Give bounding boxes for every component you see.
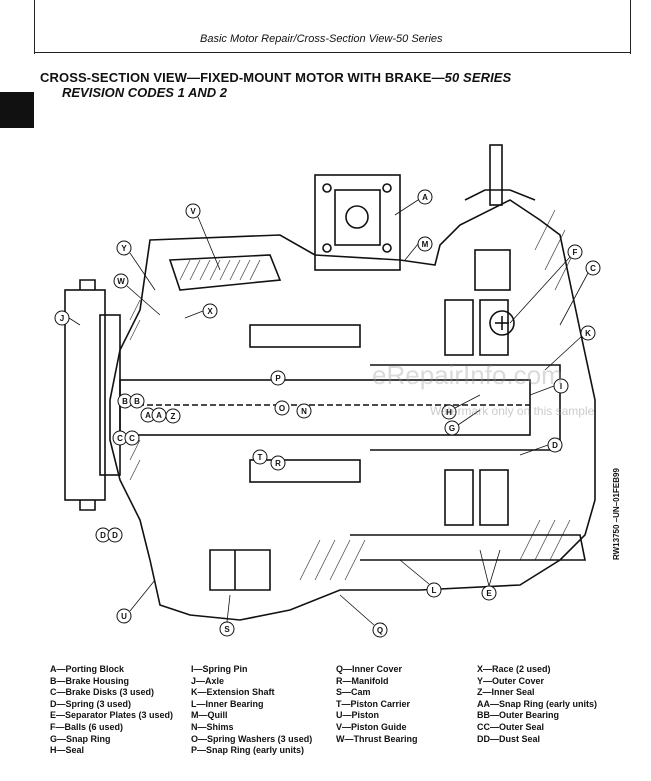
watermark-note: Watermark only on this sample [430, 404, 595, 418]
svg-text:M: M [422, 240, 429, 249]
svg-text:H: H [446, 408, 452, 417]
svg-text:C: C [117, 434, 123, 443]
legend-item: K—Extension Shaft [191, 687, 275, 698]
legend-item: R—Manifold [336, 675, 389, 686]
legend-item: X—Race (2 used) [477, 664, 551, 674]
svg-text:B: B [134, 397, 140, 406]
legend-item: I—Spring Pin [191, 664, 248, 674]
legend-item: CC—Outer Seal [477, 721, 545, 732]
legend-item: O—Spring Washers (3 used) [191, 733, 313, 744]
heading-main: CROSS-SECTION VIEW—FIXED-MOUNT MOTOR WIT… [40, 70, 445, 85]
legend-item: BB—Outer Bearing [477, 710, 560, 721]
legend-item: Q—Inner Cover [336, 664, 403, 674]
svg-text:F: F [573, 248, 578, 257]
legend-item: C—Brake Disks (3 used) [50, 687, 155, 698]
svg-text:O: O [279, 404, 285, 413]
svg-text:D: D [552, 441, 558, 450]
legend-item: G—Snap Ring [50, 733, 111, 744]
svg-text:P: P [275, 374, 281, 383]
legend-item: D—Spring (3 used) [50, 698, 132, 709]
svg-text:J: J [60, 314, 64, 323]
legend-item: Z—Inner Seal [477, 687, 535, 698]
legend-item: T—Piston Carrier [336, 698, 411, 709]
watermark-brand: eRepairInfo.com [372, 360, 563, 390]
legend-item: J—Axle [191, 675, 225, 686]
svg-text:B: B [122, 397, 128, 406]
legend-item: A—Porting Block [50, 664, 125, 674]
svg-text:A: A [422, 193, 428, 202]
legend-item: P—Snap Ring (early units) [191, 745, 305, 756]
legend-item: U—Piston [336, 710, 380, 721]
page-header-title: Basic Motor Repair/Cross-Section View-50… [200, 33, 443, 45]
legend-item: Y—Outer Cover [477, 675, 545, 686]
svg-text:C: C [129, 434, 135, 443]
legend-column-4: X—Race (2 used) Y—Outer Cover Z—Inner Se… [477, 664, 597, 745]
section-heading: CROSS-SECTION VIEW—FIXED-MOUNT MOTOR WIT… [40, 70, 511, 85]
legend-item: H—Seal [50, 745, 85, 756]
svg-text:V: V [190, 207, 196, 216]
legend-item: S—Cam [336, 687, 371, 698]
legend-item: M—Quill [191, 710, 228, 721]
legend-item: AA—Snap Ring (early units) [477, 698, 598, 709]
legend-item: L—Inner Bearing [191, 698, 264, 709]
svg-text:D: D [100, 531, 106, 540]
legend-item: W—Thrust Bearing [336, 733, 418, 744]
legend-item: N—Shims [191, 721, 234, 732]
legend-item: F—Balls (6 used) [50, 721, 124, 732]
svg-text:L: L [432, 586, 437, 595]
svg-text:T: T [258, 453, 263, 462]
header-frame-left [34, 0, 35, 54]
svg-text:I: I [560, 382, 562, 391]
svg-text:E: E [486, 589, 492, 598]
svg-text:A: A [156, 411, 162, 420]
svg-text:N: N [301, 407, 307, 416]
svg-text:Y: Y [121, 244, 127, 253]
svg-text:Q: Q [377, 626, 383, 635]
svg-text:A: A [145, 411, 151, 420]
section-subheading: REVISION CODES 1 AND 2 [62, 85, 227, 100]
header-rule [34, 52, 631, 53]
svg-text:W: W [117, 277, 125, 286]
svg-text:R: R [275, 459, 281, 468]
svg-text:K: K [585, 329, 591, 338]
legend-item: DD—Dust Seal [477, 733, 541, 744]
section-tab-marker [0, 92, 34, 128]
heading-series: 50 SERIES [444, 70, 512, 85]
svg-text:G: G [449, 424, 455, 433]
svg-text:Z: Z [171, 412, 176, 421]
legend-column-1: A—Porting Block B—Brake Housing C—Brake … [50, 664, 173, 757]
legend-item: E—Separator Plates (3 used) [50, 710, 174, 721]
svg-text:X: X [207, 307, 213, 316]
legend-column-3: Q—Inner Cover R—Manifold S—Cam T—Piston … [336, 664, 418, 745]
legend-item: V—Piston Guide [336, 721, 407, 732]
legend-column-2: I—Spring Pin J—Axle K—Extension Shaft L—… [191, 664, 312, 757]
svg-text:D: D [112, 531, 118, 540]
figure-code: RW13750 –UN–01FEB99 [612, 468, 621, 560]
svg-text:U: U [121, 612, 127, 621]
svg-text:S: S [224, 625, 230, 634]
legend-item: B—Brake Housing [50, 675, 130, 686]
svg-text:C: C [590, 264, 596, 273]
header-frame-right [630, 0, 631, 54]
